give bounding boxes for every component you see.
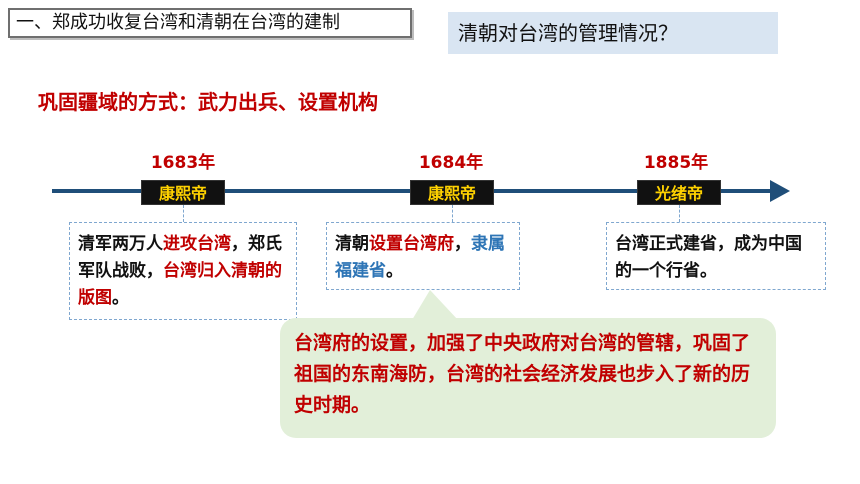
timeline-year-1683: 1683年 [150,153,216,173]
emperor-label-kangxi-2: 康熙帝 [410,180,494,205]
callout-pointer [412,290,458,320]
connector-line [183,205,184,222]
event-box-1885: 台湾正式建省，成为中国的一个行省。 [606,222,826,290]
event-box-1684: 清朝设置台湾府，隶属福建省。 [326,222,520,290]
event-text: ， [454,234,471,254]
question-banner: 清朝对台湾的管理情况？ [448,12,778,54]
connector-line [679,205,680,222]
event-text: 。 [112,288,129,308]
callout-box: 台湾府的设置，加强了中央政府对台湾的管辖，巩固了祖国的东南海防，台湾的社会经济发… [280,318,776,438]
timeline-year-1885: 1885年 [643,153,709,173]
emperor-label-guangxu: 光绪帝 [637,180,721,205]
event-text: 台湾正式建省，成为中国的一个行省。 [615,234,802,281]
timeline-year-1684: 1684年 [418,153,484,173]
event-text: 。 [386,261,403,281]
event-highlight: 设置台湾府 [369,234,454,254]
event-text: 清军两万人 [78,234,163,254]
slide-heading: 巩固疆域的方式：武力出兵、设置机构 [38,90,378,114]
emperor-label-kangxi-1: 康熙帝 [141,180,225,205]
event-text: ，郑氏军队战败， [78,234,282,281]
event-box-1683: 清军两万人进攻台湾，郑氏军队战败，台湾归入清朝的版图。 [69,222,297,320]
section-title: 一、郑成功收复台湾和清朝在台湾的建制 [8,8,412,38]
event-highlight: 台湾归入清朝的版图 [78,261,282,308]
event-highlight: 进攻台湾 [163,234,231,254]
timeline-arrow-icon [770,180,790,202]
event-highlight-blue: 隶属福建省 [335,234,505,281]
event-text: 清朝 [335,234,369,254]
connector-line [452,205,453,222]
